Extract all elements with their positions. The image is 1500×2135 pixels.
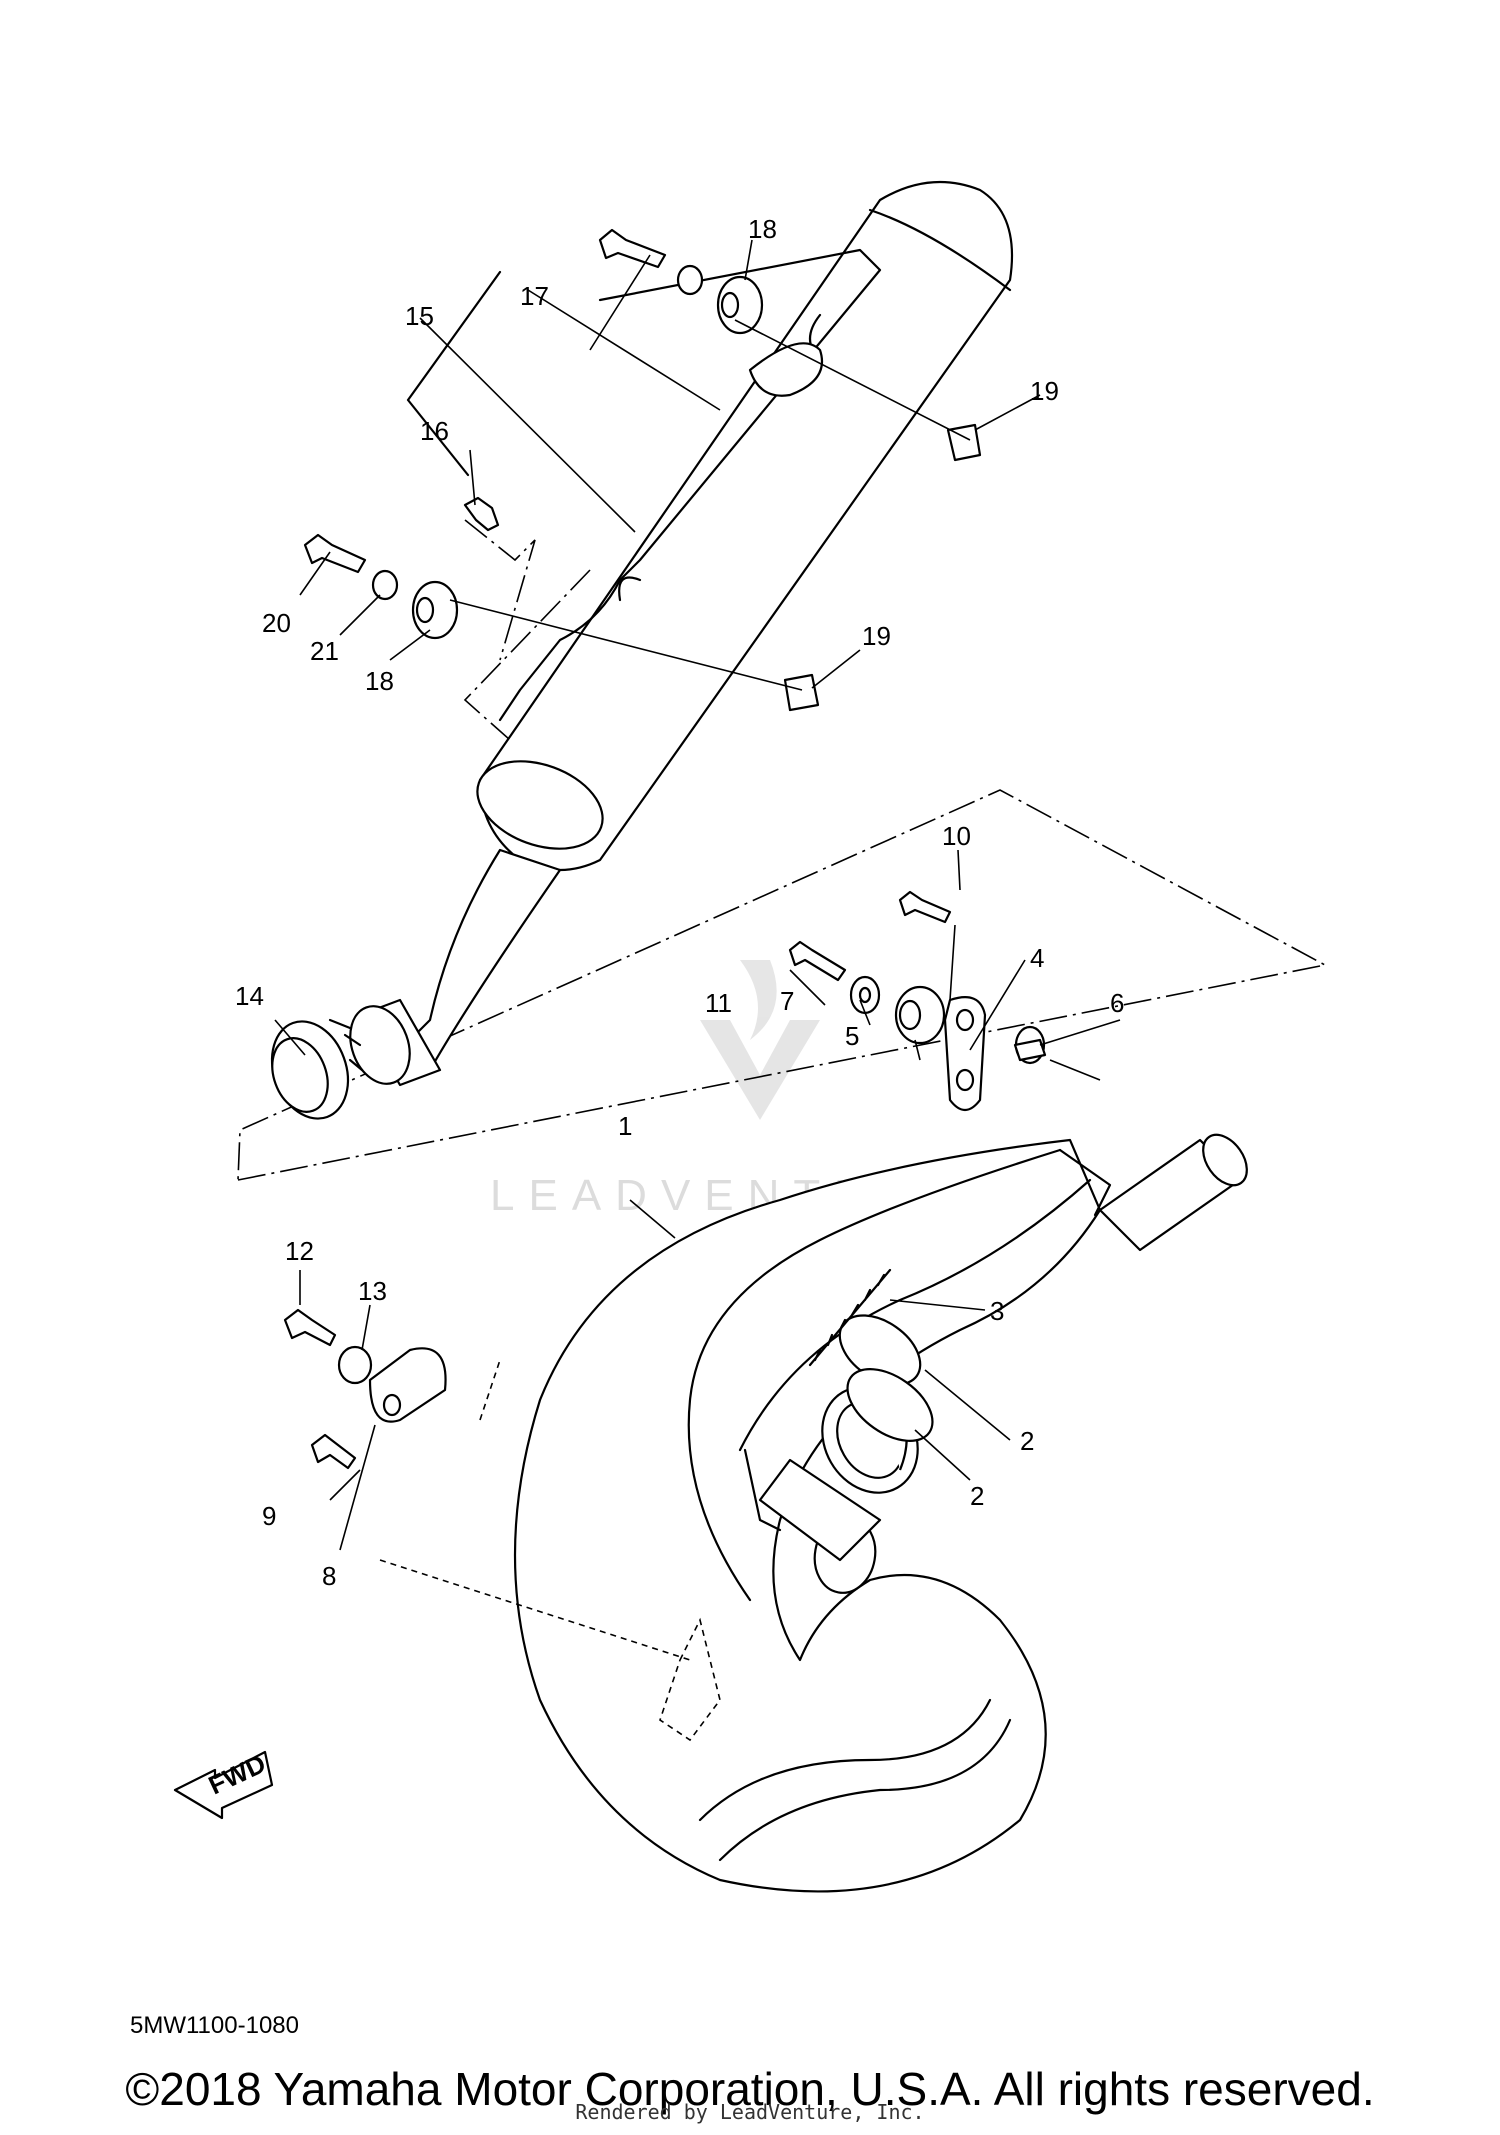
bolt-9: [310, 1433, 357, 1470]
callout-1: 1: [618, 1111, 632, 1141]
bolt-upper: [598, 228, 667, 269]
callout-14: 14: [235, 981, 264, 1011]
bracket-8: [368, 1347, 447, 1423]
callout-6: 6: [1110, 988, 1124, 1018]
callout-18-upper: 18: [748, 214, 777, 244]
screw-16: [463, 496, 500, 532]
expansion-chamber: [513, 1133, 1248, 1893]
damper-5: [894, 985, 946, 1045]
damper-18-lower: [411, 580, 459, 640]
silencer-group-bracket: [406, 270, 502, 477]
callout-7: 7: [780, 986, 794, 1016]
callout-21: 21: [310, 636, 339, 666]
washer-7: [849, 975, 881, 1015]
callout-9: 9: [262, 1501, 276, 1531]
washer-upper: [676, 264, 704, 296]
callout-20: 20: [262, 608, 291, 638]
callout-19-lower: 19: [862, 621, 891, 651]
callout-2b: 2: [970, 1481, 984, 1511]
callout-labels: 1 2 2 3 4 5 6 7 8 9 10 11 12 13 14 15 16…: [235, 214, 1124, 1591]
upper-assembly-box: [237, 789, 1328, 1181]
callout-12: 12: [285, 1236, 314, 1266]
bracket-8-hole: [382, 1393, 402, 1417]
silencer-inlet-pipe: [349, 848, 562, 1087]
chamber-bracket-hidden: [379, 1359, 721, 1742]
callout-11: 11: [705, 988, 732, 1018]
callout-15: 15: [405, 301, 434, 331]
bracket-4-hole-lower: [955, 1068, 975, 1092]
callout-16: 16: [420, 416, 449, 446]
callout-19-upper: 19: [1030, 376, 1059, 406]
bolt-10: [898, 890, 952, 924]
collar-6: [1013, 1025, 1047, 1065]
bracket-4-hole: [955, 1008, 975, 1032]
silencer: [476, 180, 1014, 872]
muffler-guide: [463, 569, 591, 741]
callout-2a: 2: [1020, 1426, 1034, 1456]
washer-21: [371, 569, 399, 601]
callout-5: 5: [845, 1021, 859, 1051]
callout-13: 13: [358, 1276, 387, 1306]
gasket-ring-14: [270, 1018, 364, 1120]
callout-3: 3: [990, 1296, 1004, 1326]
bolt-11: [788, 940, 847, 982]
callout-17: 17: [520, 281, 549, 311]
callout-10: 10: [942, 821, 971, 851]
copyright-notice: ©2018 Yamaha Motor Corporation, U.S.A. A…: [125, 2063, 1375, 2115]
bolt-guide-16: [464, 519, 536, 661]
bolt-12: [283, 1308, 337, 1347]
spring-3: [808, 1268, 892, 1367]
damper-18-upper: [716, 275, 764, 335]
collar-19-upper: [946, 423, 982, 462]
diagram-code: 5MW1100-1080: [130, 2012, 299, 2039]
rendered-by-notice: Rendered by LeadVenture, Inc.: [575, 2100, 925, 2124]
callout-8: 8: [322, 1561, 336, 1591]
collar-19-lower: [783, 673, 820, 712]
washer-13: [337, 1345, 373, 1385]
fwd-arrow-icon: FWD: [173, 1748, 274, 1820]
leader-lines: [274, 239, 1121, 1551]
bolt-20: [303, 533, 367, 574]
callout-18-lower: 18: [365, 666, 394, 696]
bracket-4: [943, 996, 987, 1112]
o-ring-2b: [846, 1368, 934, 1442]
callout-4: 4: [1030, 943, 1044, 973]
spring-3-hook: [743, 1448, 782, 1532]
